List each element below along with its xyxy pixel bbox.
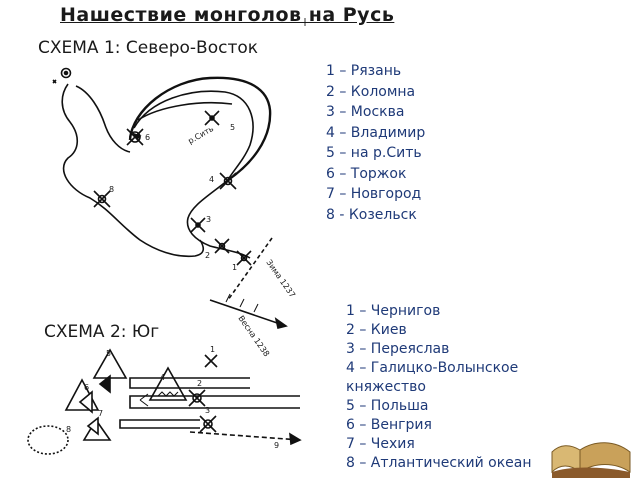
arrow-left-2 — [78, 390, 93, 414]
novgorod-cross — [52, 79, 57, 84]
spring-arrow-line — [209, 299, 287, 327]
legend2-item: 6 – Венгрия — [346, 417, 432, 433]
ocean-area — [27, 425, 69, 455]
scheme1-legend: 1 – Рязань 2 – Коломна 3 – Москва 4 – Вл… — [326, 61, 425, 225]
book-icon — [551, 442, 631, 478]
legend2-item: 8 – Атлантический океан — [346, 455, 532, 471]
river-sit-label: р.Сить — [187, 124, 216, 146]
marker-label-1: 1 — [232, 263, 237, 272]
marker-label-4: 4 — [209, 175, 214, 184]
spring-arrowhead — [274, 317, 288, 329]
route-inner — [75, 85, 131, 153]
winter-line — [227, 237, 273, 301]
legend2-item: 5 – Польша — [346, 398, 429, 414]
s2-marker-label-6: 6 — [84, 383, 89, 392]
triangle-galicia — [148, 366, 188, 401]
legend1-item: 5 – на р.Сить — [326, 145, 422, 161]
arrow-left-1 — [98, 374, 111, 394]
marker-chernigov — [204, 354, 218, 368]
s2-marker-label-7: 7 — [98, 409, 103, 418]
scheme2-legend: 1 – Чернигов 2 – Киев 3 – Переяслав 4 – … — [346, 302, 596, 473]
legend1-item: 8 - Козельск — [326, 206, 417, 223]
legend1-item: 3 – Москва — [326, 104, 405, 120]
legend1-item: 1 – Рязань — [326, 63, 402, 79]
legend2-item: 4 – Галицко-Волынское княжество — [346, 360, 519, 395]
s2-marker-label-8: 8 — [66, 425, 71, 434]
legend1-item: 6 – Торжок — [326, 165, 407, 182]
s2-marker-label-1: 1 — [210, 345, 215, 354]
marker-kiev — [188, 389, 206, 407]
s2-marker-label-3: 3 — [205, 406, 210, 415]
s2-marker-label-9: 9 — [274, 441, 279, 450]
marker-label-6: 6 — [145, 133, 150, 142]
marker-ryazan — [236, 250, 252, 266]
s2-marker-label-4: 4 — [160, 373, 165, 382]
scheme2-map — [27, 348, 302, 455]
marker-pereyaslav — [199, 415, 217, 433]
novgorod-target — [60, 67, 72, 79]
legend1-item: 4 – Владимир — [326, 124, 426, 141]
marker-label-8: 8 — [109, 185, 114, 194]
route-ocean — [189, 431, 301, 441]
scheme1-map — [52, 67, 288, 329]
legend2-item: 7 – Чехия — [346, 436, 415, 452]
route-loop-a — [128, 76, 272, 181]
legend1-item: 7 – Новгород — [326, 186, 422, 202]
winter-label: Зима 1237 — [264, 258, 297, 299]
arrow-left-3 — [86, 416, 99, 436]
scheme2-marker-labels: 1 2 3 4 5 6 7 8 9 — [66, 345, 279, 450]
marker-moscow — [190, 217, 206, 233]
marker-torzhok — [126, 128, 144, 146]
scheme2-heading: СХЕМА 2: Юг — [44, 322, 160, 342]
marker-sit — [204, 110, 220, 126]
legend2-item: 3 – Переяслав — [346, 341, 450, 357]
marker-kolomna — [214, 238, 230, 254]
route-loop-c — [137, 101, 233, 121]
page-title: Нашествие монголов на Русь — [60, 4, 395, 26]
route-south — [186, 179, 251, 259]
route-loop-b — [133, 90, 254, 181]
s2-marker-label-2: 2 — [197, 379, 202, 388]
marker-kozelsk — [93, 190, 111, 208]
route-middle — [129, 395, 300, 409]
route-outer — [61, 83, 205, 258]
marker-label-3: 3 — [206, 215, 211, 224]
triangle-hungary — [64, 378, 100, 411]
marker-vladimir — [219, 172, 237, 190]
marker-label-2: 2 — [205, 251, 210, 260]
marker-label-5: 5 — [230, 123, 235, 132]
legend2-item: 2 – Киев — [346, 322, 407, 338]
legend2-item: 1 – Чернигов — [346, 303, 441, 319]
route-lower — [119, 419, 200, 429]
scheme1-heading: СХЕМА 1: Северо-Восток — [38, 38, 259, 58]
spring-label: Весна 1238 — [236, 314, 271, 358]
s2-marker-label-5: 5 — [106, 349, 111, 358]
legend1-item: 2 – Коломна — [326, 83, 416, 100]
route-upper — [129, 377, 250, 389]
